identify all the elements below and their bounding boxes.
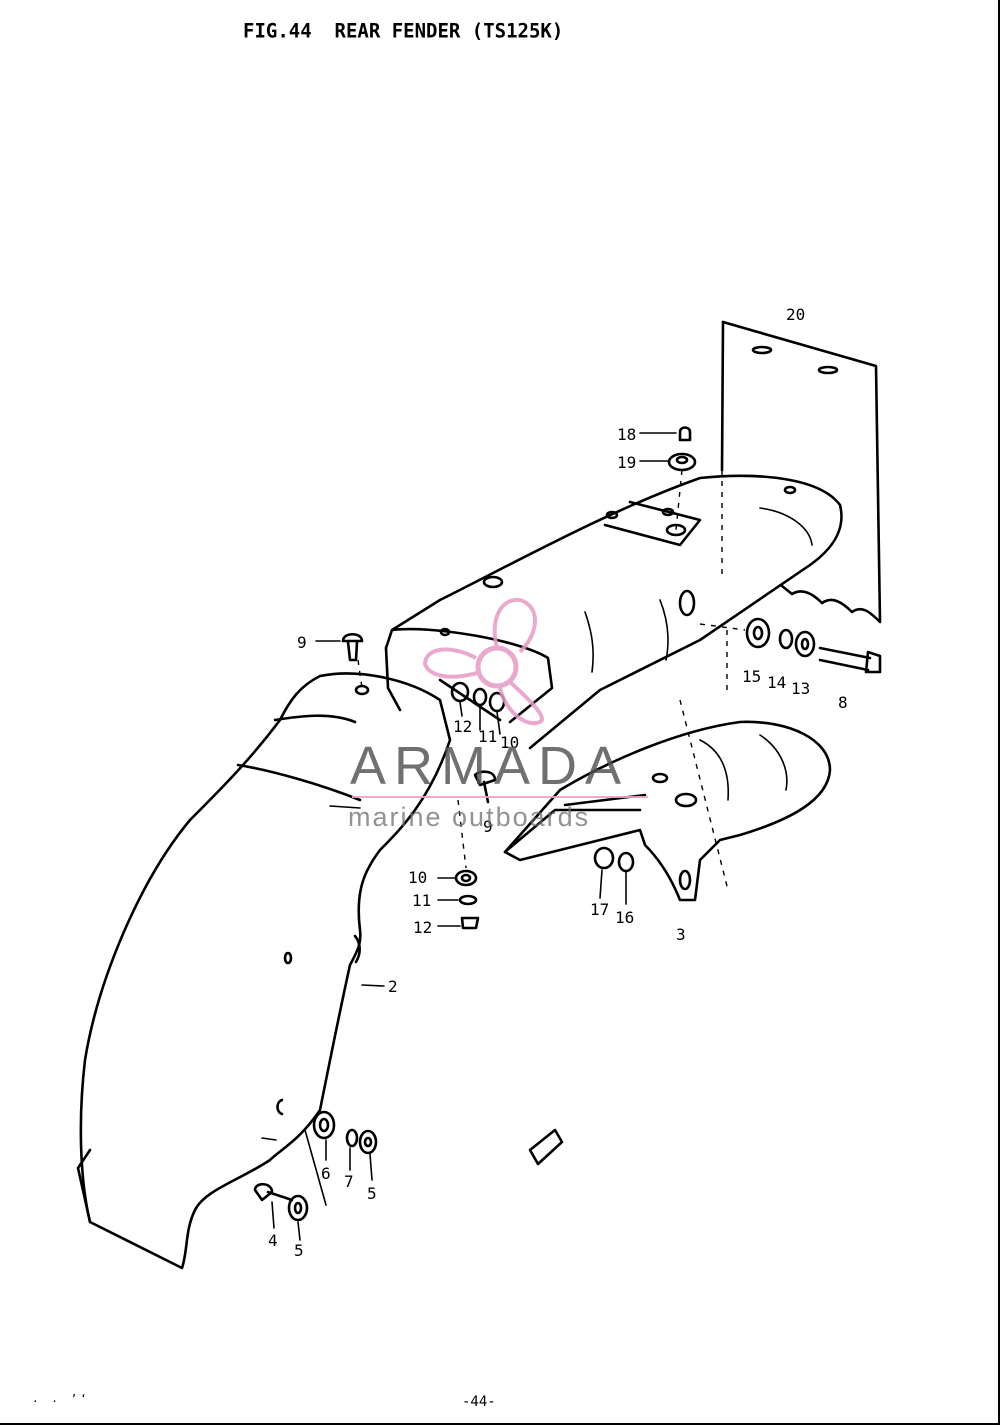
part-label: 5	[367, 1184, 377, 1203]
part-label: 6	[321, 1164, 331, 1183]
part-label: 8	[838, 693, 848, 712]
part-label: 5	[294, 1241, 304, 1260]
part-label: 18	[617, 425, 636, 444]
part-labels: 20 18 19 9 12 11 10 15 14 13 8 9 10 11 1…	[268, 305, 848, 1260]
rear-fender-bracket	[503, 699, 832, 902]
watermark-tagline: marine outboards	[348, 802, 591, 832]
part-label: 4	[268, 1231, 278, 1250]
part-label: 10	[500, 733, 519, 752]
rear-fender-main	[76, 672, 452, 1270]
watermark-rule	[352, 796, 648, 798]
part-label: 11	[412, 891, 431, 910]
part-label: 13	[791, 679, 810, 698]
part-label: 9	[483, 817, 493, 836]
part-label: 11	[478, 727, 497, 746]
screw-and-washers-middle	[437, 770, 497, 930]
rear-fender-upper-section	[384, 474, 843, 750]
watermark-brand: ARMADA	[350, 736, 630, 796]
propeller-icon	[422, 597, 544, 726]
stray-mark	[528, 1128, 564, 1166]
leader-line	[361, 984, 385, 987]
part-label: 15	[742, 667, 761, 686]
corner-mark: . . ’‘	[32, 1392, 90, 1405]
part-label: 20	[786, 305, 805, 324]
figure-title: FIG.44 REAR FENDER (TS125K)	[243, 19, 564, 43]
page-number: -44-	[462, 1394, 496, 1410]
part-label: 9	[297, 633, 307, 652]
part-label: 7	[344, 1172, 354, 1191]
part-label: 3	[676, 925, 686, 944]
part-label: 19	[617, 453, 636, 472]
part-label: 2	[388, 977, 398, 996]
bolt-and-washers-lower	[253, 1110, 378, 1241]
part-label: 10	[408, 868, 427, 887]
bolt-and-washers-right	[699, 617, 882, 690]
part-label: 16	[615, 908, 634, 927]
part-label: 12	[413, 918, 432, 937]
part-label: 17	[590, 900, 609, 919]
part-label: 14	[767, 673, 786, 692]
license-plate	[720, 320, 882, 624]
bolt-and-nut-lower	[593, 846, 635, 905]
screw-and-washers-left	[315, 632, 506, 735]
part-label: 12	[453, 717, 472, 736]
cushion-and-nut	[639, 426, 697, 531]
